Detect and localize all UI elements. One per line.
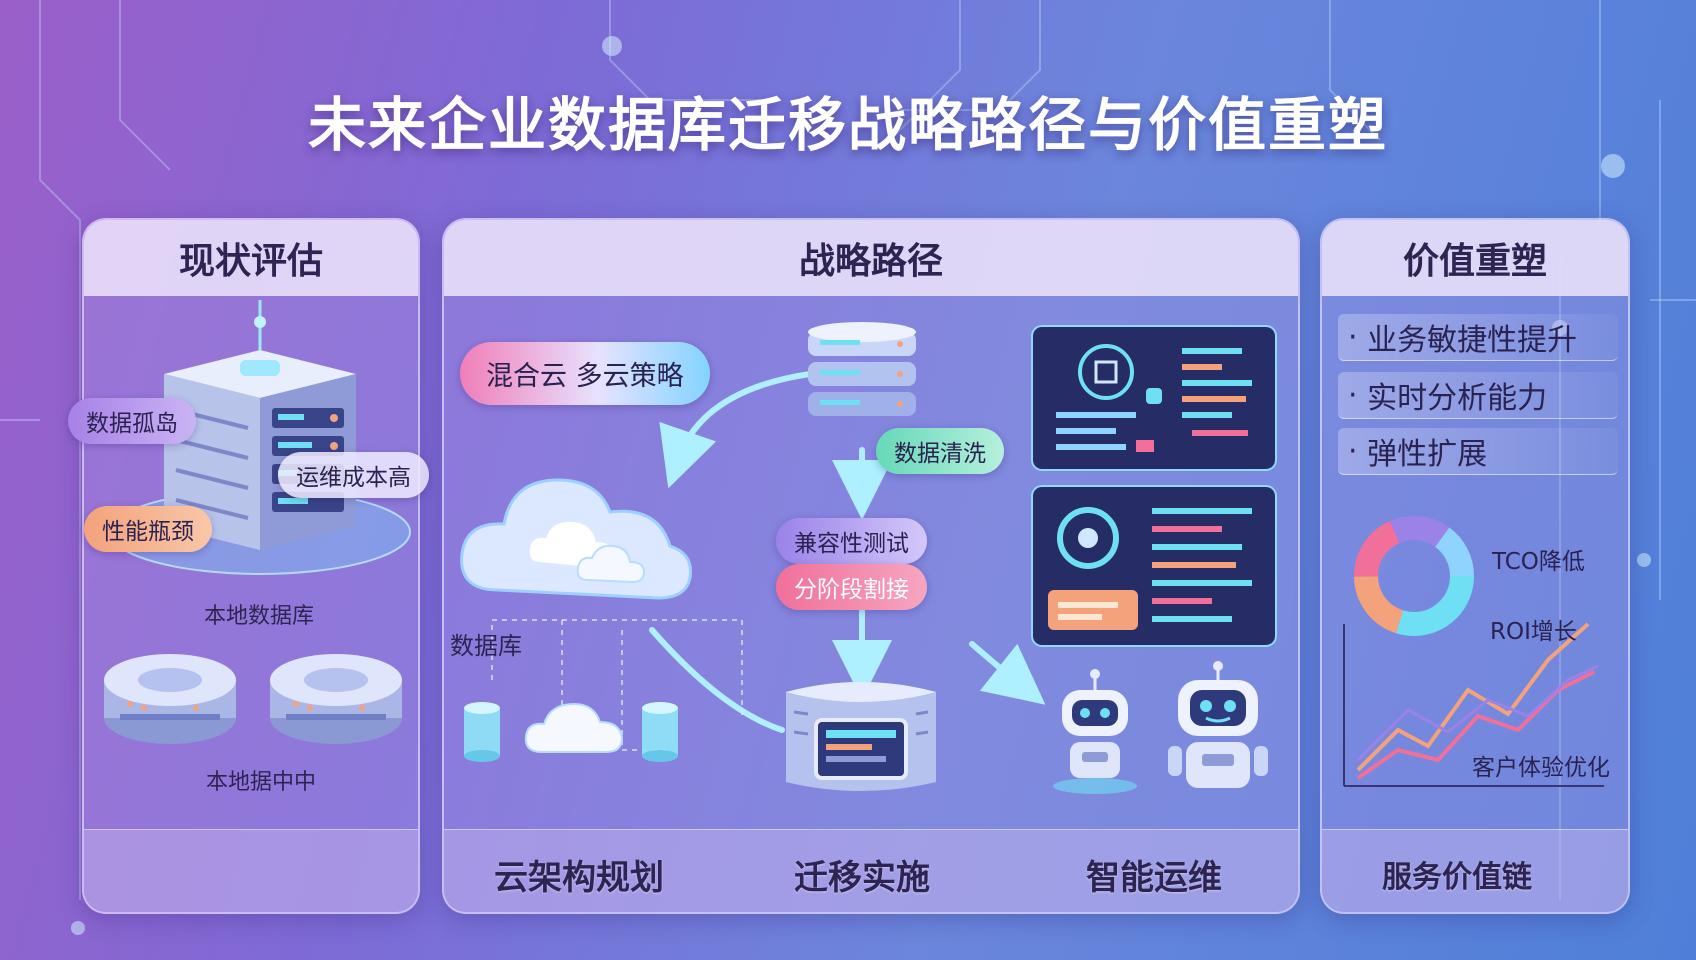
robot-icon	[1053, 669, 1137, 794]
database-cylinder-icon	[642, 702, 678, 762]
database-disk-icon	[270, 654, 402, 744]
tag-data-cleansing: 数据清洗	[876, 428, 1004, 474]
strategy-panel-title: 战略路径	[444, 220, 1298, 296]
tag-high-ops-cost: 运维成本高	[278, 452, 429, 498]
server-rack-icon	[786, 682, 936, 791]
cloud-icon	[460, 478, 693, 600]
footer-service-value-chain: 服务价值链	[1382, 860, 1532, 895]
tag-compatibility-test: 兼容性测试	[776, 518, 927, 564]
server-rack-icon	[808, 322, 916, 416]
value-item-label: 弹性扩展	[1367, 437, 1488, 472]
dashboard-screen-icon	[1031, 325, 1277, 471]
value-panel: 价值重塑 服务价值链	[1320, 218, 1630, 914]
value-panel-footer: 服务价值链	[1322, 829, 1628, 912]
label-local-database: 本地数据库	[204, 604, 315, 629]
tag-hybrid-multicloud: 混合云 多云策略	[460, 342, 710, 405]
page-title: 未来企业数据库迁移战略路径与价值重塑	[307, 91, 1388, 159]
chart-label-tco: TCO降低	[1492, 549, 1585, 575]
value-item-label: 业务敏捷性提升	[1367, 323, 1578, 358]
cloud-icon	[524, 702, 624, 753]
tag-performance-bottleneck: 性能瓶颈	[84, 506, 212, 552]
assessment-panel-title: 现状评估	[84, 220, 418, 296]
dashboard-screen-icon	[1031, 485, 1277, 647]
footer-migration: 迁移实施	[794, 858, 930, 898]
database-disk-icon	[104, 654, 236, 744]
footer-cloud-architecture: 云架构规划	[494, 858, 664, 898]
value-item-agility: · 业务敏捷性提升	[1338, 314, 1618, 361]
donut-chart-icon	[1354, 516, 1474, 636]
label-local-datacenter: 本地据中中	[206, 770, 317, 795]
value-item-realtime-analytics: · 实时分析能力	[1338, 372, 1618, 419]
strategy-panel-footer: 云架构规划 迁移实施 智能运维	[444, 829, 1298, 912]
assessment-panel-footer	[84, 829, 418, 912]
tag-phased-cutover: 分阶段割接	[776, 564, 927, 610]
line-chart-icon	[1343, 622, 1604, 787]
assessment-panel: 现状评估	[82, 218, 420, 914]
chart-label-customer-experience: 客户体验优化	[1472, 755, 1610, 781]
value-item-label: 实时分析能力	[1367, 381, 1548, 416]
value-item-elastic-scaling: · 弹性扩展	[1338, 428, 1618, 475]
robot-icon	[1168, 661, 1268, 788]
database-cylinder-icon	[464, 702, 500, 762]
tag-data-silo: 数据孤岛	[68, 398, 196, 444]
value-panel-title: 价值重塑	[1322, 220, 1628, 296]
chart-label-roi: ROI增长	[1490, 619, 1577, 645]
footer-intelligent-ops: 智能运维	[1086, 858, 1222, 898]
label-database: 数据库	[450, 632, 522, 660]
